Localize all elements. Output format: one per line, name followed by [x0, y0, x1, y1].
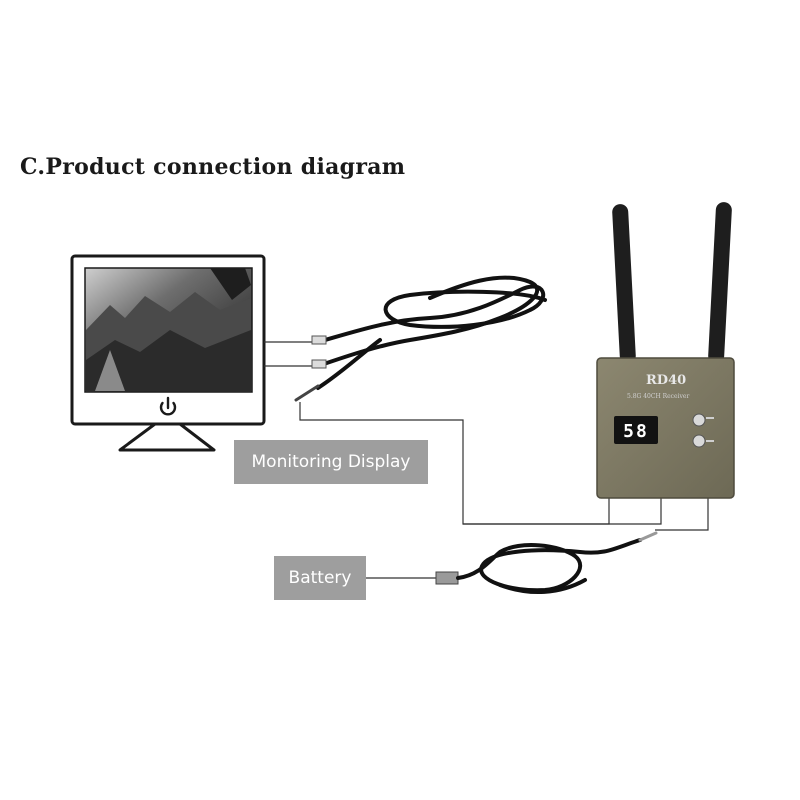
battery-cable: [365, 531, 658, 595]
monitoring-display-label: Monitoring Display: [234, 440, 428, 484]
receiver-channel-display: 58: [623, 420, 649, 442]
antenna-icon: [612, 202, 732, 364]
receiver-model-label: RD40: [646, 373, 687, 388]
page-title: C.Product connection diagram: [20, 154, 406, 180]
av-cable: [294, 275, 547, 402]
receiver-subtitle: 5.8G 40CH Receiver: [627, 393, 690, 400]
power-icon: [159, 396, 177, 416]
av-connector-lines: [264, 341, 709, 531]
monitor-icon: [70, 254, 266, 452]
battery-label: Battery: [274, 556, 366, 600]
receiver-icon: [596, 357, 735, 499]
